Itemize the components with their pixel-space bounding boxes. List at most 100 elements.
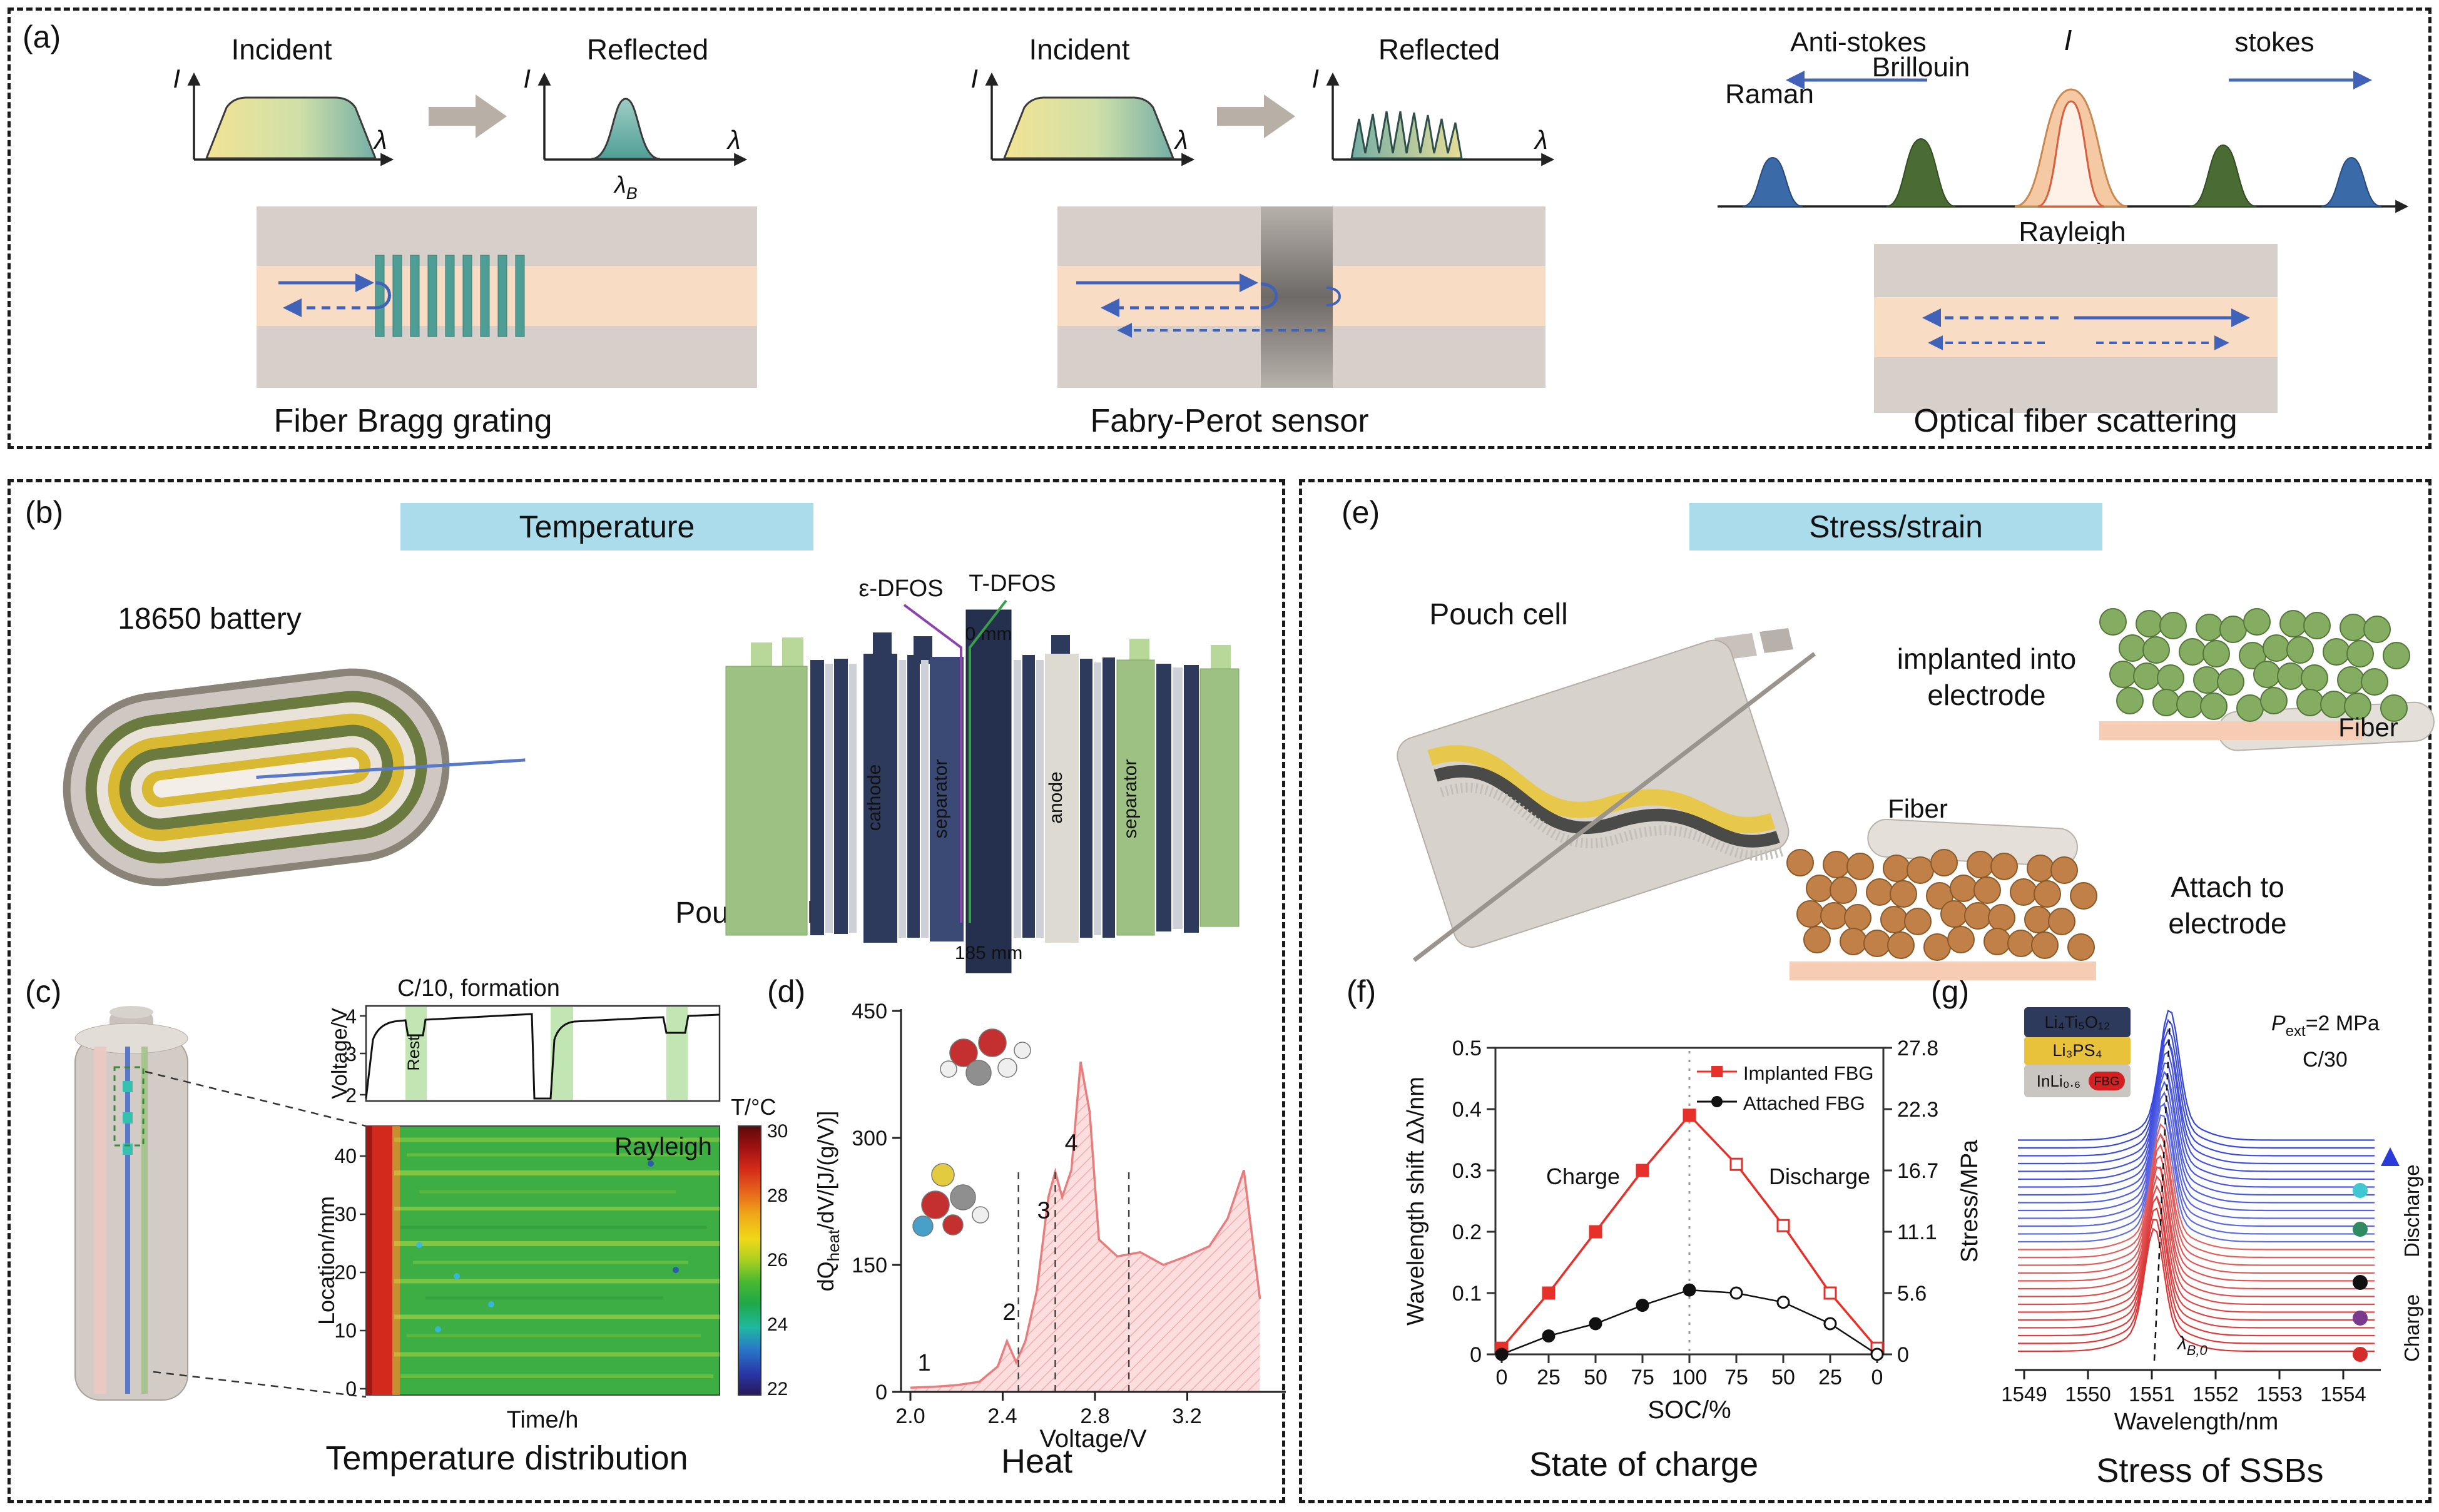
electrode-strip-bottom: [1790, 961, 2096, 980]
stress-of-ssbs-caption: Stress of SSBs: [2096, 1452, 2324, 1489]
separator-right-label: separator: [1120, 759, 1141, 839]
attached-electrode-illustration: Fiber: [1786, 794, 2097, 980]
discharge-annotation: Discharge: [1769, 1164, 1870, 1189]
attach-to-electrode-label: Attach to electrode: [2121, 870, 2334, 941]
heat-caption: Heat: [1001, 1443, 1073, 1480]
loc-tick: 10: [334, 1319, 357, 1342]
fbg-fiber-illustration: [257, 206, 757, 388]
stokes-label: stokes: [2234, 27, 2314, 58]
g-x-tick: 1550: [2065, 1383, 2111, 1406]
orange-particle-cluster: [1786, 849, 2097, 961]
battery-18650-label: 18650 battery: [118, 602, 302, 636]
voltage-curve: [365, 1013, 720, 1100]
axis-lambda: λ: [726, 125, 741, 155]
loc-tick: 30: [334, 1203, 357, 1225]
g-x-tick: 1549: [2001, 1383, 2047, 1406]
legend-square-icon: [1711, 1066, 1723, 1077]
fbg-reflected-label: Reflected: [587, 33, 708, 66]
charge-annotation: Charge: [1546, 1164, 1620, 1189]
transform-arrow: [1217, 94, 1295, 138]
fringe-spectrum: [1350, 111, 1463, 160]
zoom-connector-bottom: [153, 1371, 367, 1398]
f-y-tick: 0: [1470, 1343, 1482, 1367]
incident-spectrum: [1002, 96, 1175, 160]
axis-i: I: [523, 64, 531, 93]
fabry-perot-schematic: Incident I λ Reflected I λ Fabry-Perot s…: [970, 33, 1555, 439]
location-axis-label: Location/mm: [313, 1196, 339, 1325]
brillouin-peak-right: [2189, 144, 2257, 207]
axis-i: I: [1311, 64, 1319, 93]
axis-lambda: λ: [373, 125, 387, 155]
f-y2-tick: 0: [1897, 1343, 1909, 1367]
f-y-tick: 0.3: [1452, 1159, 1482, 1183]
pext-label: Pext=2 MPa: [2271, 1012, 2380, 1040]
fp-fiber-illustration: [1057, 206, 1545, 388]
implanted-into-electrode-label: implanted into electrode: [1865, 641, 2109, 713]
temperature-header: Temperature: [400, 503, 813, 551]
soc-dot-red: [2353, 1347, 2368, 1362]
time-axis-label: Time/h: [507, 1407, 579, 1433]
stress-strain-header: Stress/strain: [1689, 503, 2102, 551]
185-mm-label: 185 mm: [955, 943, 1022, 963]
g-x-tick: 1551: [2129, 1383, 2174, 1406]
zero-mm-label: 0 mm: [965, 624, 1012, 644]
g-x-axis-label: Wavelength/nm: [2114, 1409, 2279, 1435]
t-dfos-fiber: [969, 599, 1007, 923]
c-rate-label: C/30: [2303, 1048, 2348, 1072]
panel-a-label: (a): [23, 19, 61, 54]
f-x-tick: 0: [1871, 1366, 1883, 1389]
cbar-tick: 24: [767, 1314, 788, 1335]
ssb-cell-inset: Li₄Ti₅O₁₂ Li₃PS₄ InLi₀.₆ FBG: [2024, 1007, 2131, 1097]
pouch-cell-stress-illustration: [1397, 628, 1816, 962]
heat-x-tick: 3.2: [1172, 1404, 1201, 1428]
fp-reflected-label: Reflected: [1378, 33, 1500, 66]
ssb-stress-plot: λB,0 1549 1550 1551 1552 1553 1554 Wavel…: [2001, 1007, 2423, 1435]
heat-x-tick: 2.8: [1080, 1404, 1109, 1428]
f-x-tick: 50: [1771, 1366, 1795, 1389]
panel-c-label: (c): [25, 974, 62, 1009]
heat-y-tick: 300: [852, 1127, 887, 1150]
pouch-cell-label-e: Pouch cell: [1429, 598, 1568, 631]
inset-fbg: FBG: [2094, 1075, 2119, 1088]
v-tick: 2: [345, 1084, 357, 1107]
f-y-tick: 0.1: [1452, 1282, 1482, 1306]
f-y-tick: 0.2: [1452, 1220, 1482, 1244]
zoom-region-box: [113, 1066, 145, 1147]
f-x-tick: 25: [1537, 1366, 1561, 1389]
cbar-tick: 22: [767, 1379, 788, 1399]
charge-rotated-label: Charge: [2400, 1294, 2423, 1362]
legend-circle-icon: [1711, 1096, 1723, 1107]
soc-dot-black: [2353, 1275, 2368, 1290]
legend-attached: Attached FBG: [1743, 1092, 1865, 1114]
f-x-tick: 75: [1724, 1366, 1748, 1389]
scattering-fiber-illustration: [1874, 244, 2278, 413]
eps-dfos-fiber: [903, 604, 962, 923]
green-particle-cluster: [2099, 608, 2410, 722]
attach-line1: Attach to: [2171, 871, 2284, 903]
rayleigh-peak-inner: [2037, 100, 2105, 208]
zoom-connector-top: [145, 1070, 367, 1127]
panel-e-label: (e): [1342, 495, 1380, 530]
inset-inli: InLi₀.₆: [2037, 1072, 2080, 1090]
lambda-b-label: λB: [613, 172, 638, 203]
heat-x-tick: 2.4: [987, 1404, 1017, 1428]
legend-implanted: Implanted FBG: [1743, 1062, 1873, 1084]
rayleigh-heatmap: Rayleigh: [365, 1125, 720, 1396]
battery-cylinder-illustration: [74, 1006, 367, 1401]
brillouin-label: Brillouin: [1872, 52, 1970, 83]
anode-label: anode: [1046, 771, 1066, 823]
soc-y-axis-label: Wavelength shift Δλ/nm: [1403, 1077, 1429, 1326]
t-dfos-label: T-DFOS: [969, 571, 1056, 597]
loc-tick: 20: [334, 1261, 357, 1284]
scattering-caption: Optical fiber scattering: [1913, 403, 2237, 439]
cbar-tick: 26: [767, 1250, 788, 1271]
f-y-tick: 0.4: [1452, 1098, 1482, 1122]
electrode-strip-top: [2099, 721, 2362, 740]
raman-label: Raman: [1725, 79, 1814, 109]
pouch-stack-illustration: cathode separator anode separator 0 mm 1…: [725, 571, 1240, 973]
f-x-tick: 25: [1818, 1366, 1842, 1389]
colorbar-title: T/°C: [731, 1094, 776, 1120]
molecule-lithium-complex: [912, 1163, 989, 1237]
